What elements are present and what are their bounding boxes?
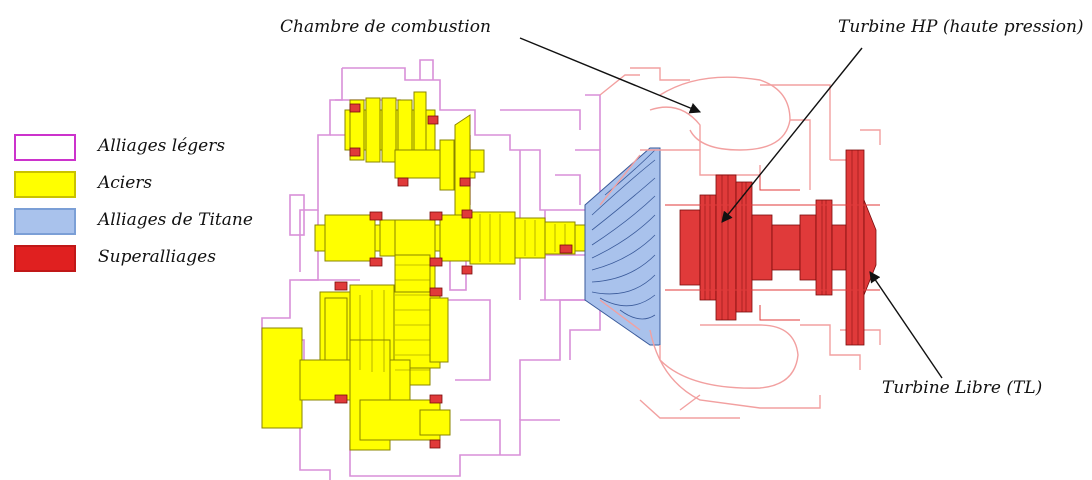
legend-label: Aciers: [98, 173, 153, 193]
turbine-casing-lines: [665, 175, 880, 321]
turbine-hp-arrow: [721, 47, 863, 223]
combustion-chamber-label: Chambre de combustion: [280, 17, 491, 37]
hp-turbine: [679, 174, 801, 321]
gear-hatching: [359, 214, 566, 372]
turbine-libre-arrow: [869, 271, 943, 379]
hp-turbine-label: Turbine HP (haute pression): [838, 17, 1084, 37]
free-turbine-label: Turbine Libre (TL): [882, 378, 1043, 398]
steel-shafts-and-gears: [261, 91, 596, 451]
bearings: [334, 103, 573, 449]
combustion-arrow: [519, 37, 702, 114]
turbine-hatching: [704, 150, 859, 345]
legend-swatch-superalloys: [14, 245, 76, 272]
legend-label: Superalliages: [98, 247, 216, 267]
legend-swatch-steels: [14, 171, 76, 198]
hot-section-casing: [599, 67, 881, 419]
legend-label: Alliages légers: [98, 136, 226, 156]
legend-swatch-light-alloys: [14, 134, 76, 161]
free-turbine: [799, 149, 877, 346]
gearbox-casing: [261, 59, 601, 480]
legend-swatch-titanium: [14, 208, 76, 235]
callout-arrows: [519, 37, 943, 379]
legend-label: Alliages de Titane: [98, 210, 253, 230]
